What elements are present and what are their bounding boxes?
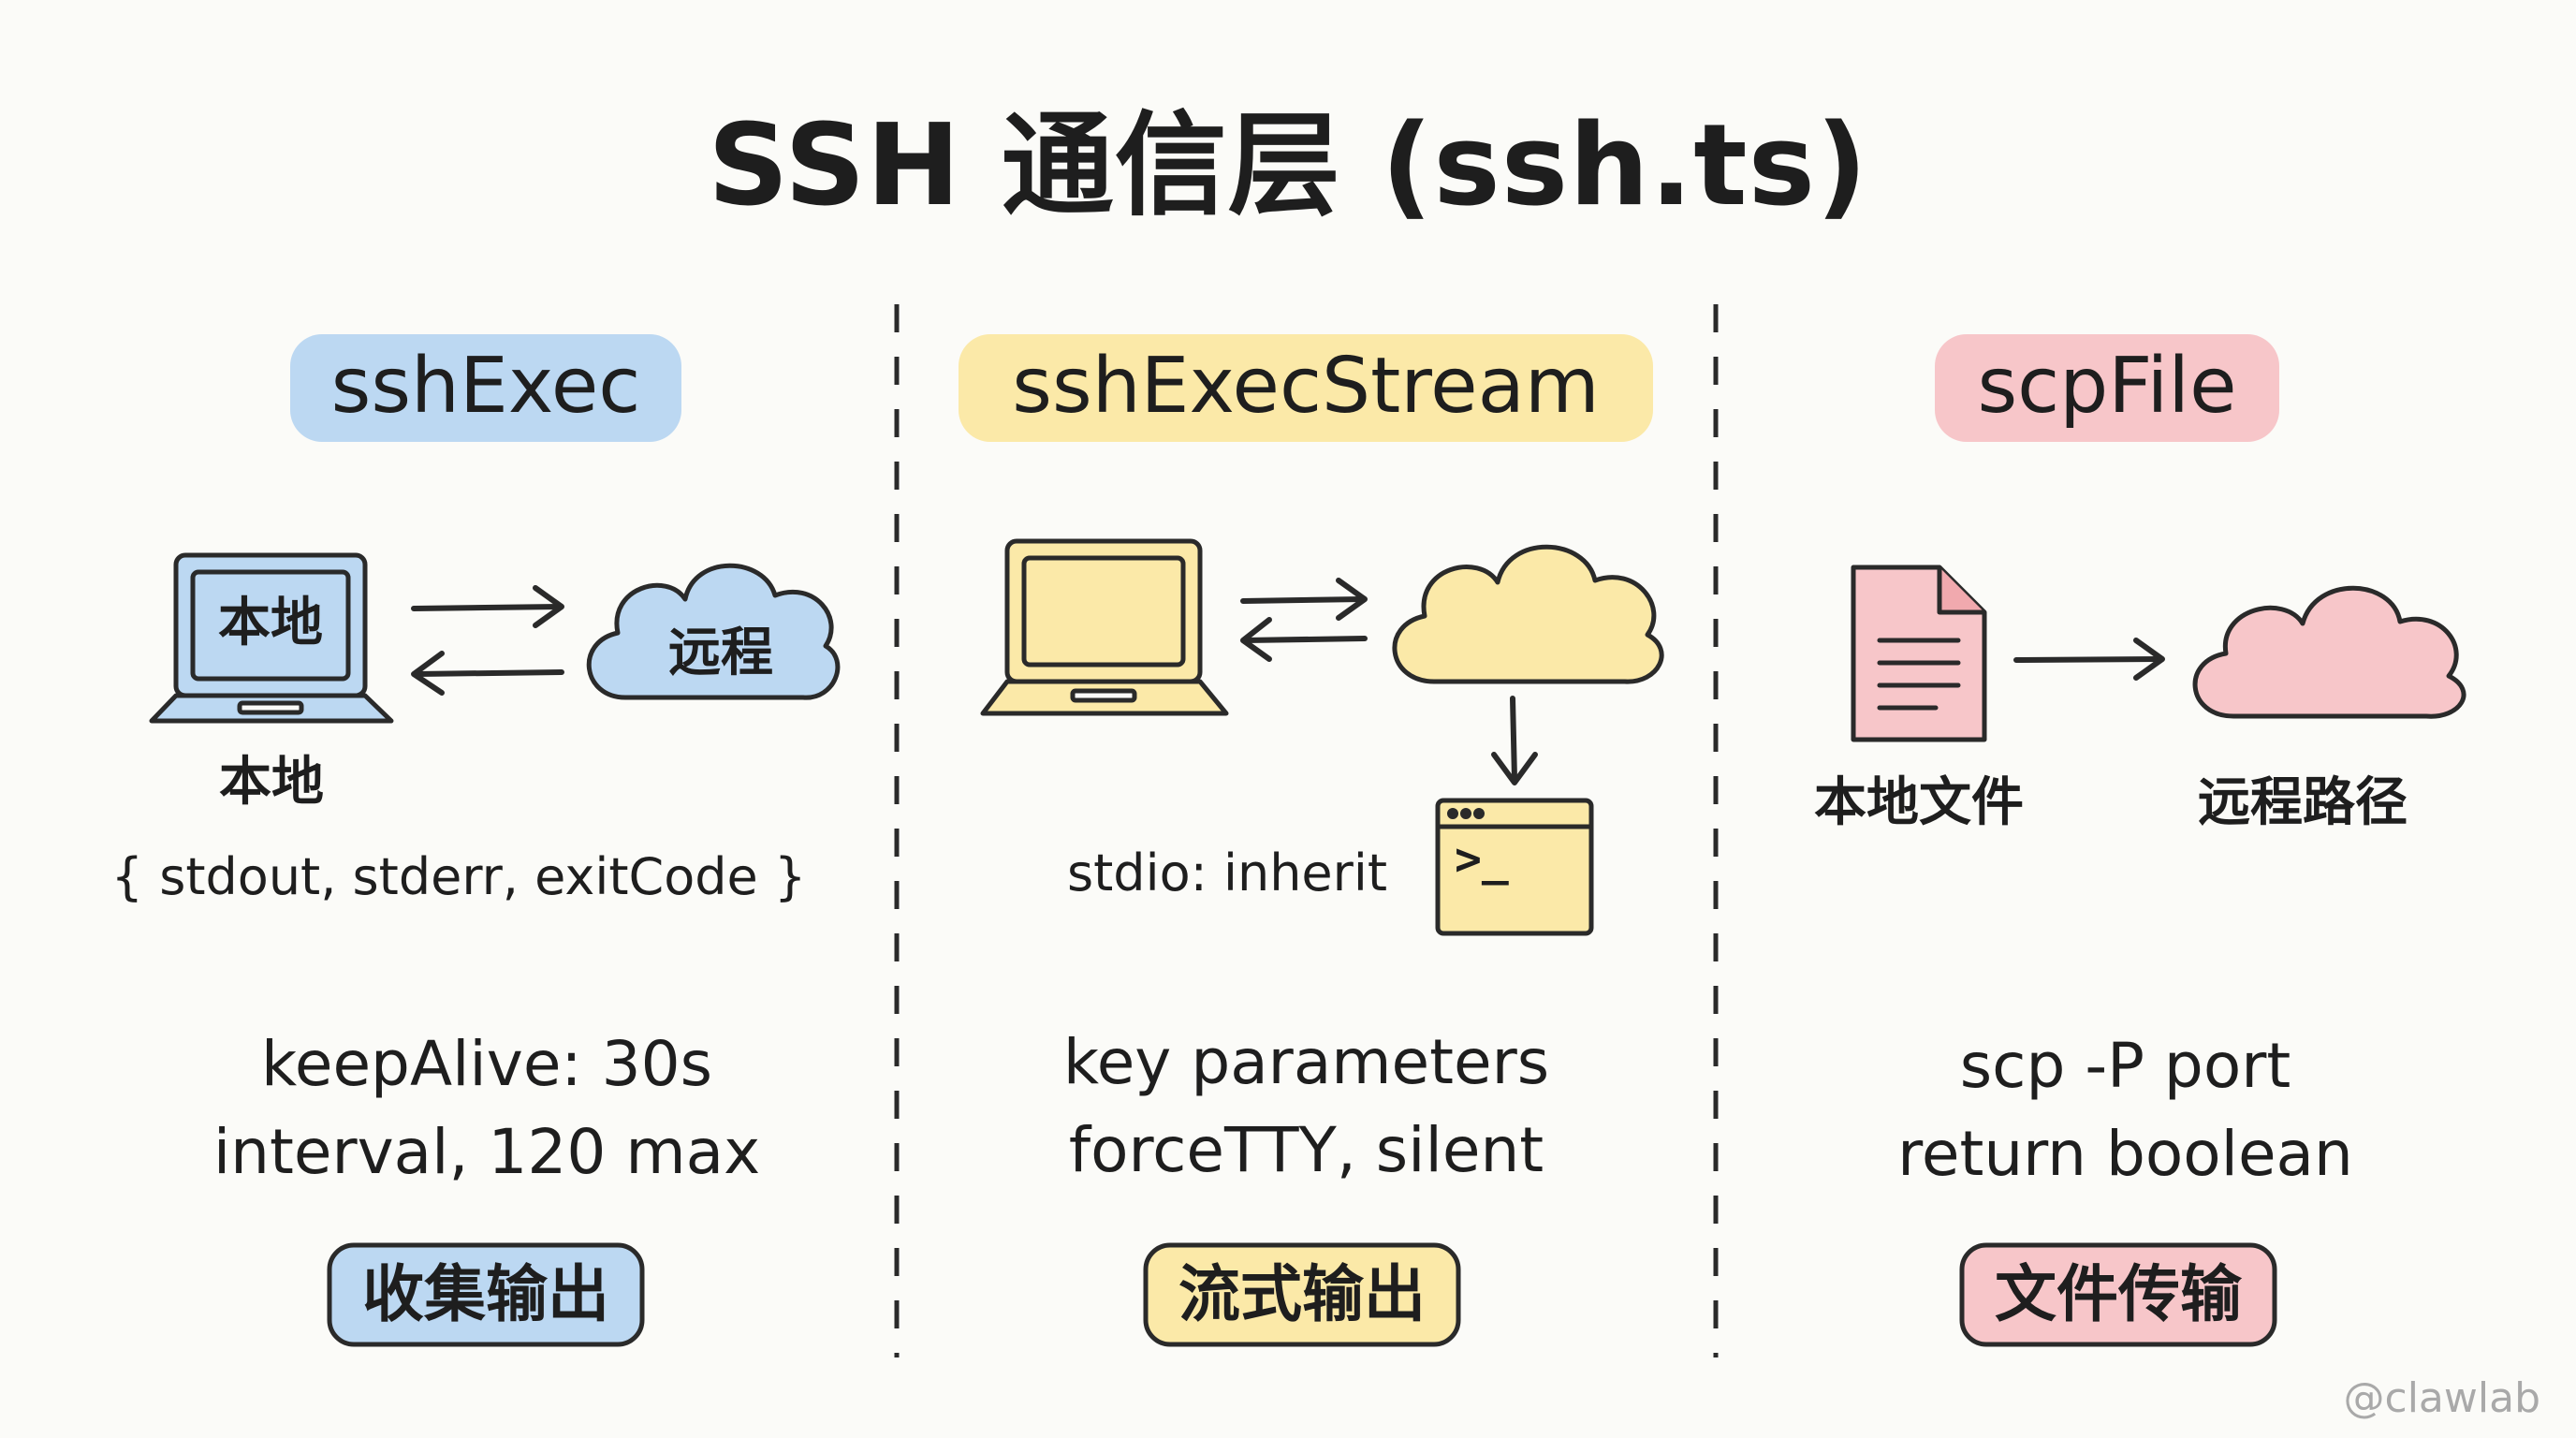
cloud-icon xyxy=(1392,544,1664,684)
column-title-sshexecstream: sshExecStream xyxy=(1012,342,1600,431)
highlight-scpfile xyxy=(1935,334,2279,442)
page-title: SSH 通信层 (ssh.ts) xyxy=(708,101,1868,231)
laptop-icon xyxy=(149,552,394,724)
local-label: 本地 xyxy=(219,752,324,813)
output-shape-text: { stdout, stderr, exitCode } xyxy=(110,847,807,906)
down-arrow-icon xyxy=(1491,696,1538,785)
watermark: @clawlab xyxy=(2343,1374,2540,1422)
tag-stream-output: 流式输出 xyxy=(1178,1258,1426,1330)
local-file-label: 本地文件 xyxy=(1814,772,2024,833)
terminal-icon xyxy=(1435,798,1594,936)
remote-path-label: 远程路径 xyxy=(2198,772,2408,833)
tag-box-stream xyxy=(1143,1242,1461,1347)
cloud-icon xyxy=(2192,585,2466,719)
bidirectional-arrows-icon xyxy=(411,585,564,696)
cloud-label-remote: 远程 xyxy=(668,623,773,683)
column-title-scpfile: scpFile xyxy=(1977,342,2237,431)
document-icon xyxy=(1851,565,1987,742)
terminal-prompt: >_ xyxy=(1455,833,1509,886)
tag-box-collect xyxy=(327,1242,645,1347)
sshexec-desc-line2: interval, 120 max xyxy=(212,1116,761,1188)
tag-file-transfer: 文件传输 xyxy=(1995,1258,2242,1330)
cloud-icon xyxy=(586,563,841,700)
column-title-sshexec: sshExec xyxy=(330,342,641,431)
right-arrow-icon xyxy=(2013,638,2165,681)
sshexecstream-desc-line1: key parameters xyxy=(1062,1026,1550,1098)
laptop-screen-label: 本地 xyxy=(218,593,323,653)
scpfile-desc-line2: return boolean xyxy=(1897,1118,2353,1190)
bidirectional-arrows-icon xyxy=(1240,578,1368,662)
tag-box-transfer xyxy=(1959,1242,2277,1347)
sshexecstream-desc-line2: forceTTY, silent xyxy=(1068,1114,1544,1186)
scpfile-desc-line1: scp -P port xyxy=(1959,1030,2291,1102)
tag-collect-output: 收集输出 xyxy=(362,1258,609,1330)
stdio-label: stdio: inherit xyxy=(1067,844,1388,902)
laptop-icon xyxy=(980,538,1229,716)
highlight-sshexecstream xyxy=(959,334,1653,442)
sshexec-desc-line1: keepAlive: 30s xyxy=(260,1028,713,1100)
highlight-sshexec xyxy=(290,334,681,442)
